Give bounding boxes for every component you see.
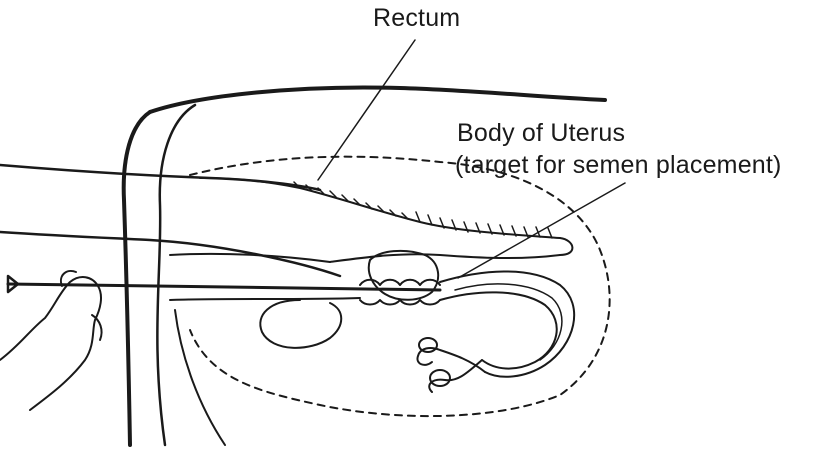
cervix <box>360 280 440 305</box>
operator-hand-in-rectum <box>369 251 438 300</box>
body-contour-line <box>124 112 150 445</box>
rectum-wall-lower <box>330 254 560 262</box>
vagina-lower <box>170 298 360 300</box>
uterine-horn <box>440 271 574 376</box>
vagina-upper <box>170 254 330 262</box>
ovary <box>430 370 450 386</box>
cow-back-outline <box>150 87 605 112</box>
uterus-leader-line <box>458 183 625 278</box>
rectum-label: Rectum <box>373 3 460 33</box>
operator-hand-holding-rod <box>0 277 101 410</box>
body-of-uterus-label: Body of Uterus <box>457 118 625 148</box>
body-contour-line <box>157 105 195 445</box>
uterine-horn-inner <box>455 284 562 360</box>
semen-placement-target-label: (target for semen placement) <box>455 150 782 180</box>
rectum-end-cap <box>560 238 572 255</box>
body-contour-line <box>175 310 225 445</box>
rectum-folds <box>294 182 552 238</box>
ovary <box>419 338 437 352</box>
bladder-loop <box>260 300 341 348</box>
